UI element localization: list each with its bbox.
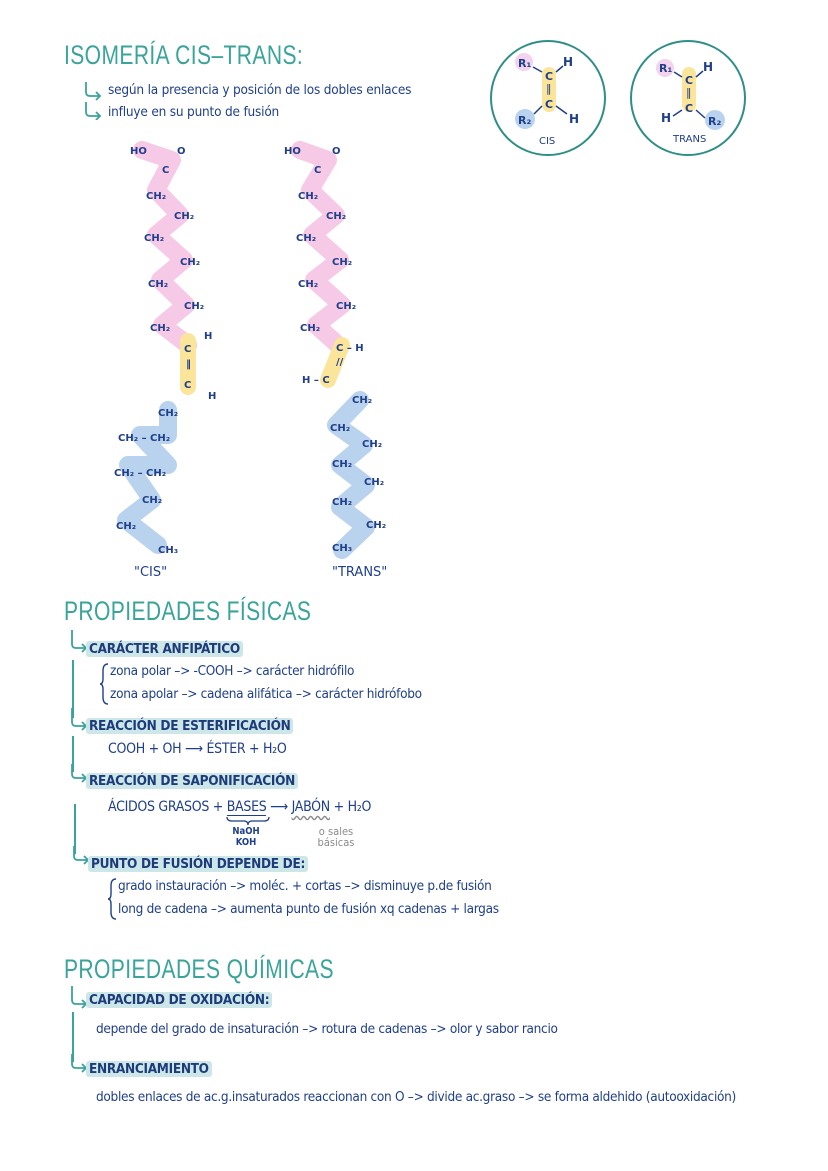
jabon-note: o sales básicas bbox=[317, 825, 355, 849]
svg-text:CH₂ – CH₂: CH₂ – CH₂ bbox=[118, 433, 170, 444]
bases-term: BASES bbox=[226, 799, 267, 816]
svg-text:‖: ‖ bbox=[546, 82, 552, 95]
svg-text:CH₂: CH₂ bbox=[366, 520, 386, 531]
svg-text:HO: HO bbox=[130, 146, 147, 157]
oxidacion-line: depende del grado de insaturación –> rot… bbox=[96, 1021, 558, 1037]
svg-text:HO: HO bbox=[284, 146, 301, 157]
underbrace-icon bbox=[226, 816, 270, 826]
arrow-icon bbox=[85, 82, 102, 120]
svg-text:CH₂: CH₂ bbox=[174, 211, 194, 222]
brace-icon bbox=[100, 663, 109, 705]
svg-text:CH₂: CH₂ bbox=[332, 257, 352, 268]
svg-text:CH₂: CH₂ bbox=[148, 279, 168, 290]
svg-text:CH₂: CH₂ bbox=[296, 233, 316, 244]
heading-oxidacion: CAPACIDAD DE OXIDACIÓN: bbox=[86, 992, 273, 1008]
svg-text:CH₂: CH₂ bbox=[330, 423, 350, 434]
isomeria-bullet-2: influye en su punto de fusión bbox=[108, 104, 280, 120]
svg-text:CH₂: CH₂ bbox=[362, 439, 382, 450]
svg-text://: // bbox=[336, 357, 344, 368]
svg-text:CH₂: CH₂ bbox=[158, 408, 178, 419]
svg-text:CH₂: CH₂ bbox=[300, 323, 320, 334]
svg-text:H: H bbox=[703, 60, 713, 74]
svg-text:CH₂: CH₂ bbox=[142, 495, 162, 506]
svg-text:CH₂: CH₂ bbox=[298, 279, 318, 290]
svg-text:CH₂ – CH₂: CH₂ – CH₂ bbox=[114, 468, 166, 479]
svg-text:CH₂: CH₂ bbox=[332, 497, 352, 508]
svg-text:CH₂: CH₂ bbox=[336, 301, 356, 312]
svg-text:C: C bbox=[314, 165, 321, 176]
cis-structure-label: "CIS" bbox=[134, 565, 167, 580]
svg-text:‖: ‖ bbox=[686, 86, 692, 99]
svg-text:CH₂: CH₂ bbox=[180, 257, 200, 268]
connector-line bbox=[72, 736, 74, 772]
svg-text:CH₃: CH₃ bbox=[158, 545, 178, 556]
esterificacion-equation: COOH + OH ⟶ ÉSTER + H₂O bbox=[108, 741, 287, 757]
cis-label: CIS bbox=[539, 136, 555, 147]
svg-text:H: H bbox=[563, 55, 573, 69]
svg-text:R₂: R₂ bbox=[708, 115, 721, 128]
svg-text:CH₂: CH₂ bbox=[150, 323, 170, 334]
svg-text:C: C bbox=[545, 98, 553, 111]
heading-anfipatico: CARÁCTER ANFIPÁTICO bbox=[86, 641, 243, 657]
svg-text:H: H bbox=[569, 112, 579, 126]
svg-text:C – H: C – H bbox=[336, 343, 364, 354]
cis-diagram: R₁ H C ‖ C R₂ H CIS bbox=[490, 40, 606, 156]
connector-line bbox=[74, 804, 76, 854]
svg-text:‖: ‖ bbox=[186, 359, 191, 370]
quimicas-title: PROPIEDADES QUÍMICAS bbox=[64, 954, 334, 984]
svg-text:O: O bbox=[177, 146, 186, 157]
fusion-line-1: grado instauración –> moléc. + cortas –>… bbox=[118, 878, 492, 894]
fusion-line-2: long de cadena –> aumenta punto de fusió… bbox=[118, 901, 499, 917]
svg-text:C: C bbox=[685, 74, 693, 87]
heading-punto-fusion: PUNTO DE FUSIÓN DEPENDE DE: bbox=[88, 856, 309, 872]
trans-structure-label: "TRANS" bbox=[332, 565, 387, 580]
bases-note: NaOH KOH bbox=[232, 826, 260, 848]
cis-structure: HO O C CH₂ CH₂ CH₂ CH₂ CH₂ CH₂ CH₂ C H ‖ C H C… bbox=[114, 141, 216, 580]
svg-text:C: C bbox=[685, 102, 693, 115]
svg-text:CH₂: CH₂ bbox=[116, 521, 136, 532]
svg-text:C: C bbox=[162, 165, 169, 176]
svg-text:CH₂: CH₂ bbox=[298, 191, 318, 202]
svg-text:H: H bbox=[661, 111, 671, 125]
anfipatico-line-2: zona apolar –> cadena alifática –> carác… bbox=[110, 686, 422, 702]
svg-text:CH₂: CH₂ bbox=[326, 211, 346, 222]
svg-text:C: C bbox=[184, 344, 191, 355]
jabon-term: JABÓN bbox=[291, 799, 331, 815]
svg-text:CH₂: CH₂ bbox=[332, 459, 352, 470]
svg-text:R₂: R₂ bbox=[518, 114, 531, 127]
svg-text:H: H bbox=[208, 391, 216, 402]
svg-text:C: C bbox=[184, 380, 191, 391]
connector-line bbox=[72, 1012, 74, 1062]
svg-text:CH₂: CH₂ bbox=[364, 477, 384, 488]
svg-text:R₁: R₁ bbox=[518, 57, 531, 70]
svg-text:R₁: R₁ bbox=[659, 62, 672, 75]
svg-text:CH₂: CH₂ bbox=[144, 233, 164, 244]
svg-text:CH₃: CH₃ bbox=[332, 543, 352, 554]
svg-text:CH₂: CH₂ bbox=[146, 191, 166, 202]
trans-label: TRANS bbox=[672, 134, 706, 145]
heading-enranciamiento: ENRANCIAMIENTO bbox=[86, 1061, 212, 1077]
anfipatico-line-1: zona polar –> -COOH –> carácter hidrófil… bbox=[110, 663, 355, 679]
brace-icon bbox=[108, 878, 117, 920]
svg-text:CH₂: CH₂ bbox=[184, 301, 204, 312]
isomeria-title: ISOMERÍA CIS–TRANS: bbox=[64, 40, 304, 70]
connector-line bbox=[72, 660, 74, 718]
svg-text:C: C bbox=[545, 70, 553, 83]
fisicas-title: PROPIEDADES FÍSICAS bbox=[64, 596, 312, 626]
svg-text:O: O bbox=[332, 146, 341, 157]
heading-saponificacion: REACCIÓN DE SAPONIFICACIÓN bbox=[86, 773, 299, 789]
trans-diagram: R₁ H C ‖ C H R₂ TRANS bbox=[630, 40, 746, 156]
svg-text:H – C: H – C bbox=[302, 375, 330, 386]
enranciamiento-line: dobles enlaces de ac.g.insaturados reacc… bbox=[96, 1089, 736, 1105]
heading-esterificacion: REACCIÓN DE ESTERIFICACIÓN bbox=[86, 718, 294, 734]
saponificacion-equation: ÁCIDOS GRASOS + BASES ⟶ JABÓN + H₂O bbox=[108, 799, 372, 816]
svg-text:H: H bbox=[204, 331, 212, 342]
svg-text:CH₂: CH₂ bbox=[352, 395, 372, 406]
isomeria-bullet-1: según la presencia y posición de los dob… bbox=[108, 82, 412, 98]
